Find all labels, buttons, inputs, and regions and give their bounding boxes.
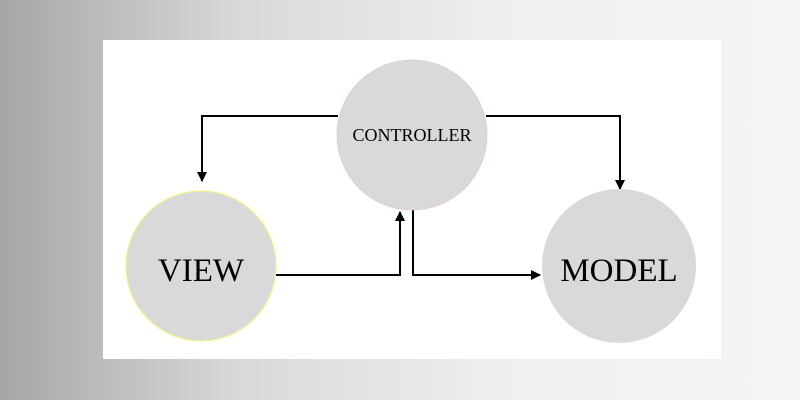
edge-view-to-controller (276, 211, 405, 276)
edge-controller-to-model-top (486, 115, 625, 190)
controller-node: CONTROLLER (336, 59, 488, 211)
edge-controller-to-view (197, 115, 338, 182)
view-label: VIEW (158, 253, 245, 289)
view-node: VIEW (125, 190, 277, 342)
edge-controller-to-model-bottom (412, 209, 541, 280)
model-node: MODEL (542, 189, 696, 343)
model-label: MODEL (560, 253, 677, 289)
controller-label: CONTROLLER (353, 125, 472, 145)
